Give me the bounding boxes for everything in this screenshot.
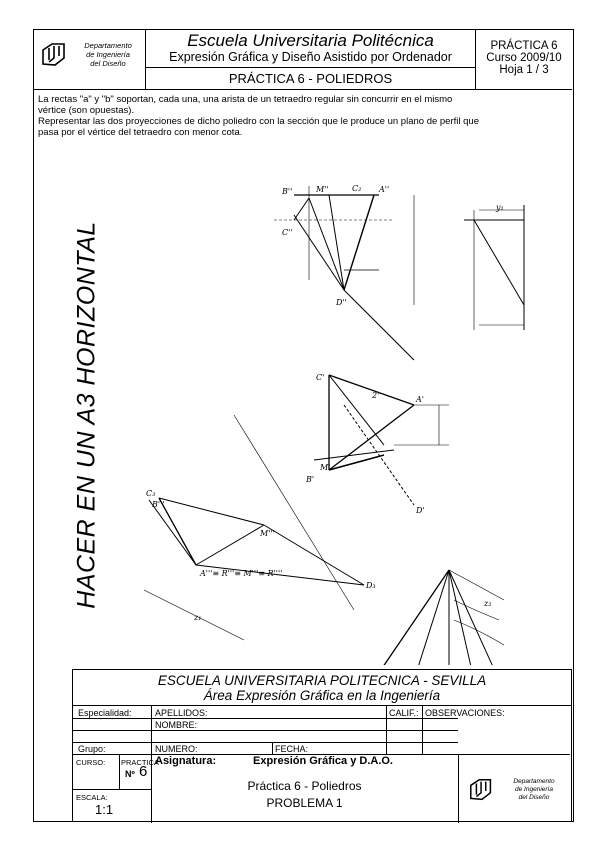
area-name: Área Expresión Gráfica en la Ingeniería: [203, 688, 441, 703]
label-curso: CURSO:: [76, 758, 106, 767]
edge-line: [343, 194, 375, 291]
label-practica: PRACTICA: [121, 758, 159, 767]
course-year: Curso 2009/10: [486, 52, 562, 64]
dimension-z2: [448, 569, 505, 601]
sheet-number: Hoja 1 / 3: [499, 64, 549, 76]
label-numero: NUMERO:: [155, 744, 198, 754]
aux-edge: [148, 499, 197, 566]
practice-number: PRÁCTICA 6: [490, 40, 558, 52]
label-m1: M': [319, 463, 330, 472]
practice-title: PRÁCTICA 6 - POLIEDROS: [146, 67, 475, 90]
department-logo-icon: [42, 43, 65, 66]
section-edge: [448, 569, 493, 665]
label-especialidad: Especialidad:: [78, 708, 132, 718]
label-eq: A'''≡ R'''≡ M'''≡ R'''': [199, 569, 282, 578]
section-edge: [448, 569, 472, 665]
label-d2: D'': [335, 298, 347, 307]
label-calif: CALIF.:: [389, 708, 419, 718]
section-edge: [383, 569, 450, 665]
edge-line: [293, 197, 310, 221]
problem-statement: La rectas "a" y "b" soportan, cada una, …: [38, 94, 568, 138]
aux-edge: [195, 564, 365, 586]
header-title-block: Escuela Universitaria Politécnica Expres…: [146, 30, 476, 90]
section-edge: [418, 569, 450, 665]
statement-line-2: vértice (son opuestas).: [38, 105, 135, 116]
department-logo-icon: [470, 778, 492, 801]
aux-edge: [195, 524, 265, 566]
line-d: [343, 289, 415, 361]
line-d1: [343, 404, 415, 506]
label-escala: ESCALA:: [76, 793, 108, 802]
vertical-note: HACER EN UN A3 HORIZONTAL: [72, 180, 102, 650]
dept-line-2: de Ingeniería: [86, 50, 130, 59]
school-title: Escuela Universitaria Politécnica: [187, 31, 434, 50]
practice-num-value: 6: [139, 763, 148, 780]
label-b3: B''': [151, 500, 164, 509]
statement-line-3: Representar las dos proyecciones de dich…: [38, 116, 479, 127]
label-num: Nº: [125, 769, 135, 779]
label-fecha: FECHA:: [275, 744, 309, 754]
label-c1: C': [316, 373, 324, 382]
label-apellidos: APELLIDOS:: [155, 708, 208, 718]
label-z1: z₁: [193, 613, 201, 622]
label-h2: 2': [371, 391, 379, 400]
dept-line-3: del Diseño: [90, 59, 126, 68]
label-b2: B'': [281, 187, 292, 196]
practice-name: Práctica 6 - Poliedros: [247, 779, 362, 793]
plan-edge: [328, 404, 415, 471]
problem-number: PROBLEMA 1: [266, 796, 343, 810]
dimension-z1: [143, 589, 245, 641]
label-b1: B': [305, 475, 314, 484]
label-c3: C₃: [146, 489, 155, 498]
drawing-sheet: Departamento de Ingeniería del Diseño Es…: [33, 29, 574, 823]
edge-line: [328, 194, 345, 291]
edge-line: [308, 197, 345, 291]
aux-edge: [158, 497, 265, 526]
plan-edge: [328, 374, 415, 406]
vertical-note-text: HACER EN UN A3 HORIZONTAL: [72, 221, 101, 609]
scale-value: 1:1: [95, 802, 114, 817]
dept-footer-line-1: Departamento: [513, 778, 555, 785]
label-a2: A'': [378, 185, 389, 194]
label-grupo: Grupo:: [78, 744, 106, 754]
label-z2: z₂: [483, 599, 491, 608]
department-name-footer: Departamento de Ingeniería del Diseño: [498, 778, 570, 802]
department-logo: Departamento de Ingeniería del Diseño: [34, 30, 146, 90]
school-name: ESCUELA UNIVERSITARIA POLITECNICA - SEVI…: [157, 673, 487, 688]
label-a1: A': [415, 395, 424, 404]
statement-line-4: pasa por el vértice del tetraedro con me…: [38, 127, 243, 138]
edge-line: [293, 214, 345, 291]
auxiliary-line: [233, 414, 355, 611]
label-y1: y₁: [495, 203, 504, 212]
arc-line: [453, 599, 500, 621]
statement-line-1: La rectas "a" y "b" soportan, cada una, …: [38, 94, 453, 105]
dept-footer-line-2: de Ingeniería: [515, 786, 553, 793]
label-m3: M''': [259, 529, 275, 538]
aux-edge: [158, 497, 197, 566]
title-block-school: ESCUELA UNIVERSITARIA POLITECNICA - SEVI…: [73, 670, 571, 706]
label-c2: C₂: [352, 184, 361, 193]
label-asignatura: Asignatura:: [155, 755, 217, 767]
dept-line-1: Departamento: [84, 41, 132, 50]
dept-footer-line-3: del Diseño: [518, 794, 550, 801]
label-m2: M'': [315, 185, 329, 194]
subject-value: Expresión Gráfica y D.A.O.: [253, 755, 393, 767]
header-block: Departamento de Ingeniería del Diseño Es…: [34, 30, 572, 90]
department-name: Departamento de Ingeniería del Diseño: [72, 41, 144, 68]
label-d1: D': [415, 506, 425, 515]
plan-edge: [328, 454, 385, 471]
subject-subtitle: Expresión Gráfica y Diseño Asistido por …: [169, 50, 452, 64]
label-c2b: C'': [282, 228, 293, 237]
title-block: ESCUELA UNIVERSITARIA POLITECNICA - SEVI…: [72, 669, 572, 823]
arc-line: [453, 619, 505, 646]
geometry-drawing: B'' M'' C₂ A'' D'' C'' C' A' B' M' D' 2'…: [143, 184, 525, 665]
label-nombre: NOMBRE:: [155, 720, 198, 730]
label-d3: D₃: [365, 581, 376, 590]
header-info-block: PRÁCTICA 6 Curso 2009/10 Hoja 1 / 3: [476, 30, 572, 90]
plan-edge: [328, 374, 385, 446]
profile-edge: [473, 219, 525, 306]
aux-edge: [263, 524, 365, 586]
line-b1: [313, 449, 395, 461]
label-observaciones: OBSERVACIONES:: [425, 708, 505, 718]
